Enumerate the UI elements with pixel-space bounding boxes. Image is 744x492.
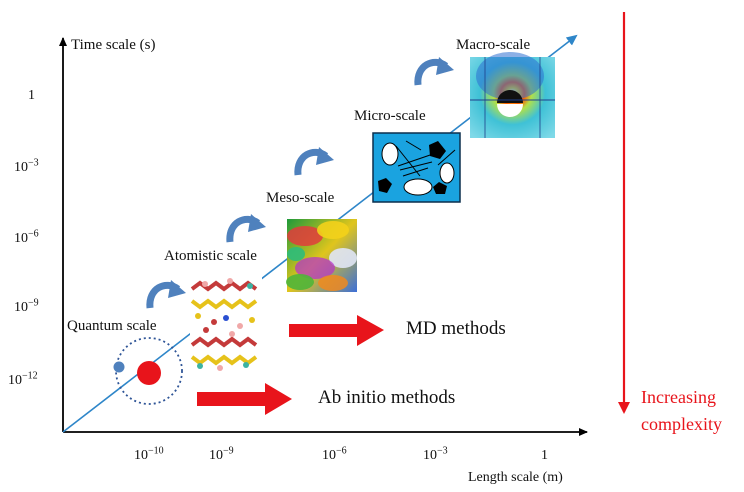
x-axis-title: Length scale (m) <box>468 470 563 485</box>
ab-initio-methods-label: Ab initio methods <box>318 387 456 408</box>
meso-grains-graphic <box>286 219 357 292</box>
y-tick-label: 10−3 <box>14 157 39 175</box>
quantum-atom-graphic <box>113 337 183 405</box>
x-tick-label: 10−3 <box>423 445 448 463</box>
complexity-label-line1: Increasing <box>641 387 716 407</box>
x-tick-label: 10−6 <box>322 445 347 463</box>
meso-scale-label: Meso-scale <box>266 190 335 206</box>
y-tick-label: 10−6 <box>14 228 39 246</box>
y-axis-title: Time scale (s) <box>71 37 156 53</box>
y-tick-label: 10−12 <box>8 370 38 388</box>
atomistic-structure-graphic <box>190 277 262 371</box>
atomistic-scale-label: Atomistic scale <box>164 248 257 264</box>
curved-arrow-meso-to-micro <box>294 147 334 176</box>
curved-arrow-micro-to-macro <box>414 57 454 86</box>
complexity-label-line2: complexity <box>641 414 722 434</box>
x-tick-label: 1 <box>541 448 548 463</box>
ab-initio-methods-arrow <box>197 383 292 415</box>
x-tick-label: 10−10 <box>134 445 164 463</box>
md-methods-arrow <box>289 315 384 346</box>
quantum-scale-label: Quantum scale <box>67 318 157 334</box>
micro-composite-graphic <box>372 132 461 203</box>
x-tick-label: 10−9 <box>209 445 234 463</box>
macro-fem-graphic <box>470 52 555 138</box>
y-tick-label: 1 <box>28 88 35 103</box>
md-methods-label: MD methods <box>406 318 506 339</box>
macro-scale-label: Macro-scale <box>456 37 531 53</box>
micro-scale-label: Micro-scale <box>354 108 426 124</box>
y-tick-label: 10−9 <box>14 297 39 315</box>
curved-arrow-quantum-to-atomistic <box>146 280 186 309</box>
curved-arrow-atomistic-to-meso <box>226 214 266 243</box>
